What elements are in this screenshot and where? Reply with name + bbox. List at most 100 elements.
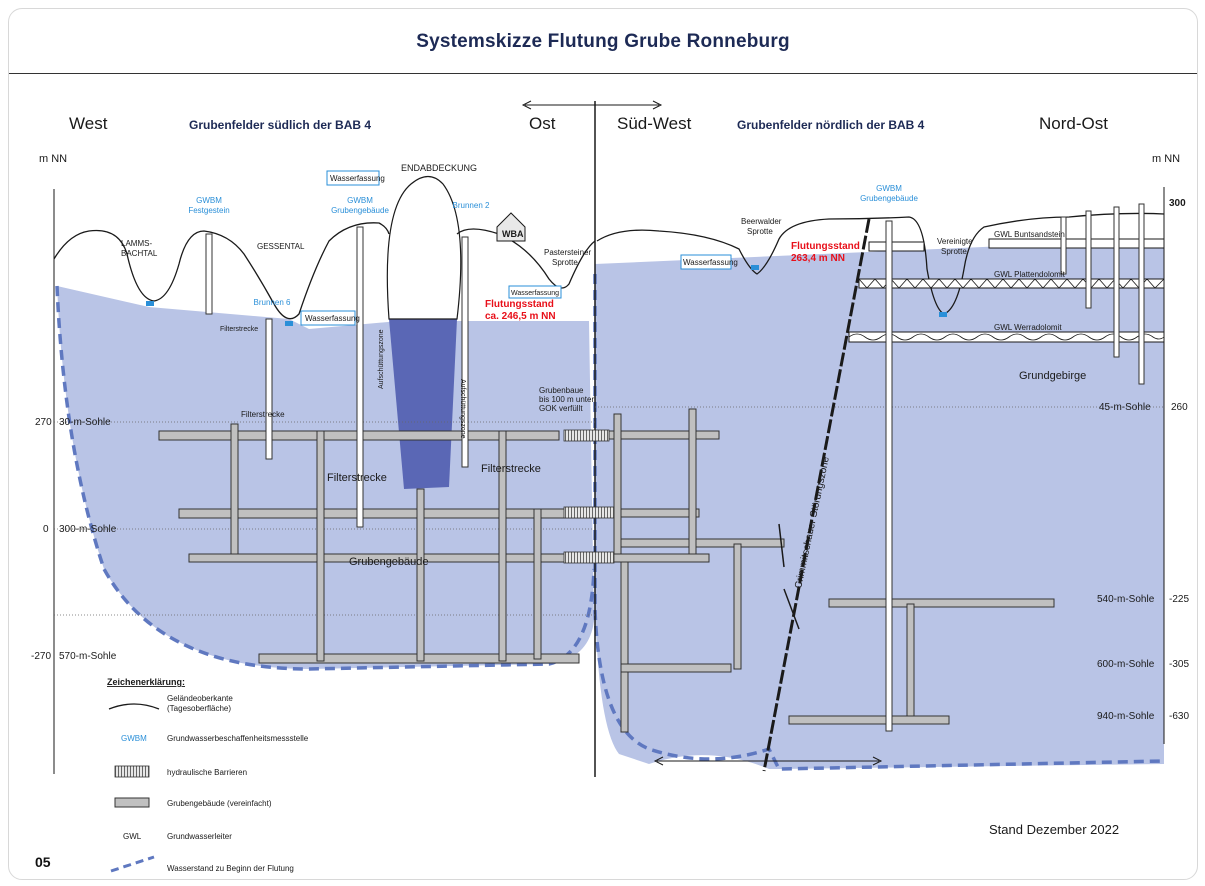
flood-level-north: Flutungsstand (791, 241, 860, 252)
filterstrecke-label: Filterstrecke (327, 472, 387, 484)
level-value: 0 (43, 524, 49, 535)
grubengebaeude-label: Grubengebäude (349, 556, 429, 568)
terrain-surface-north (596, 212, 1165, 315)
page-frame: Systemskizze Flutung Grube Ronneburg (8, 8, 1198, 880)
grundgebirge-label: Grundgebirge (1019, 370, 1086, 382)
legend-item-label: Wasserstand zu Beginn der Flutung (167, 864, 294, 873)
filterstrecke-label: Filterstrecke (481, 463, 541, 475)
gwbm-label: GWBM (347, 196, 373, 205)
gwl-buntsandstein-layer-left (868, 241, 925, 252)
direction-arrow (521, 100, 883, 766)
level-value: 270 (35, 417, 52, 428)
grubenbaue-note: Grubenbaue (539, 386, 584, 395)
flood-start-line-right (593, 274, 1165, 771)
endabdeckung-label: ENDABDECKUNG (401, 163, 477, 173)
brunnen-2-label: Brunnen 2 (453, 201, 490, 210)
grubenbaue-note: bis 100 m unter (539, 395, 594, 404)
svg-text:WBA: WBA (502, 229, 524, 239)
hydraulic-barrier (563, 506, 615, 519)
stoerungszone-line (762, 218, 871, 772)
mnn-right: m NN (1152, 153, 1180, 165)
page-number: 05 (35, 854, 51, 870)
header-north-fields: Grubenfelder nördlich der BAB 4 (737, 118, 925, 132)
vereinigte-label: Vereinigte (937, 237, 973, 246)
page-title: Systemskizze Flutung Grube Ronneburg (416, 31, 790, 52)
level-value: -305 (1169, 659, 1189, 670)
aufschuettung-label: Aufschüttungszone (378, 329, 385, 389)
filterstrecke-label: Filterstrecke (220, 326, 258, 333)
wasserfassung-label: Wasserfassung (511, 290, 559, 297)
level-value: -270 (31, 651, 51, 662)
level-value: 300 (1169, 198, 1186, 209)
legend-item-label: Grubengebäude (vereinfacht) (167, 799, 272, 808)
valley-water (146, 301, 154, 306)
legend-title: Zeichenerklärung: (107, 677, 185, 687)
pastersteiner-label: Pastersteiner (544, 248, 591, 257)
brunnen-6-label: Brunnen 6 (254, 298, 291, 307)
legend-workings-symbol (114, 797, 150, 808)
system-diagram: West Ost Süd-West Nord-Ost Grubenfelder … (31, 100, 1189, 873)
beerwalder-label: Sprotte (747, 227, 773, 236)
wasserfassung-label: Wasserfassung (330, 174, 385, 183)
legend-item-label: Geländeoberkante (167, 694, 233, 703)
hydraulic-barrier (563, 551, 615, 564)
level-name: 570-m-Sohle (59, 651, 117, 662)
water-body-south (57, 286, 594, 669)
gwbm-label: Grubengebäude (860, 194, 918, 203)
terrain-surface-south-2 (456, 228, 596, 289)
endabdeckung-dome (386, 175, 462, 320)
gwbm-label: GWBM (876, 184, 902, 193)
wasserfassung-label: Wasserfassung (305, 314, 360, 323)
wells (205, 203, 1145, 732)
level-name: 600-m-Sohle (1097, 659, 1155, 670)
header-sued-west: Süd-West (617, 114, 692, 133)
legend-barrier-symbol (114, 765, 150, 778)
legend-item-label: (Tagesoberfläche) (167, 704, 231, 713)
level-name: 540-m-Sohle (1097, 594, 1155, 605)
title-bar: Systemskizze Flutung Grube Ronneburg (9, 9, 1197, 74)
legend-gwl-symbol: GWL (123, 832, 142, 841)
mine-workings-north (608, 408, 1055, 733)
lammsbachtal-label: LAMMS- (121, 239, 152, 248)
valley-water (939, 312, 947, 317)
grubenbaue-note: GOK verfüllt (539, 404, 583, 413)
level-value: -630 (1169, 711, 1189, 722)
flood-start-line (55, 285, 596, 671)
flood-level-north: 263,4 m NN (791, 253, 845, 264)
flood-level-south: ca. 246,5 m NN (485, 311, 556, 322)
gwbm-label: GWBM (196, 196, 222, 205)
legend-dashed-symbol (110, 855, 155, 873)
wasserfassung-label: Wasserfassung (683, 258, 738, 267)
filterstrecke-label: Filterstrecke (241, 410, 285, 419)
lammsbachtal-label: BACHTAL (121, 249, 158, 258)
level-name: 30-m-Sohle (59, 417, 111, 428)
pastersteiner-label: Sprotte (552, 258, 578, 267)
dump-body (389, 319, 457, 489)
legend-item-label: Grundwasserleiter (167, 832, 232, 841)
header-ost: Ost (529, 114, 556, 133)
vereinigte-label: Sprotte (941, 247, 967, 256)
gwbm-label: Festgestein (188, 206, 229, 215)
gwl-plattendolomit-label: GWL Plattendolomit (994, 270, 1066, 279)
water-body-north (595, 239, 1164, 769)
valley-water (285, 321, 293, 326)
level-name: 45-m-Sohle (1099, 402, 1151, 413)
beerwalder-label: Beerwalder (741, 217, 782, 226)
level-name: 300-m-Sohle (59, 524, 117, 535)
wba-building: WBA (496, 212, 526, 242)
header-south-fields: Grubenfelder südlich der BAB 4 (189, 118, 371, 132)
level-value: 260 (1171, 402, 1188, 413)
date-note: Stand Dezember 2022 (989, 822, 1119, 837)
header-west: West (69, 114, 108, 133)
gwbm-label: Grubengebäude (331, 206, 389, 215)
aufschuettung-label: Aufschüttungszone (459, 379, 466, 439)
gwl-buntsandstein-layer (988, 238, 1165, 249)
hydraulic-barrier (563, 429, 610, 442)
legend-terrain-symbol (108, 703, 160, 710)
legend-item-label: hydraulische Barrieren (167, 768, 247, 777)
level-value: -225 (1169, 594, 1189, 605)
level-name: 940-m-Sohle (1097, 711, 1155, 722)
header-nord-ost: Nord-Ost (1039, 114, 1108, 133)
terrain-surface-south (53, 222, 390, 320)
gessental-label: GESSENTAL (257, 242, 305, 251)
